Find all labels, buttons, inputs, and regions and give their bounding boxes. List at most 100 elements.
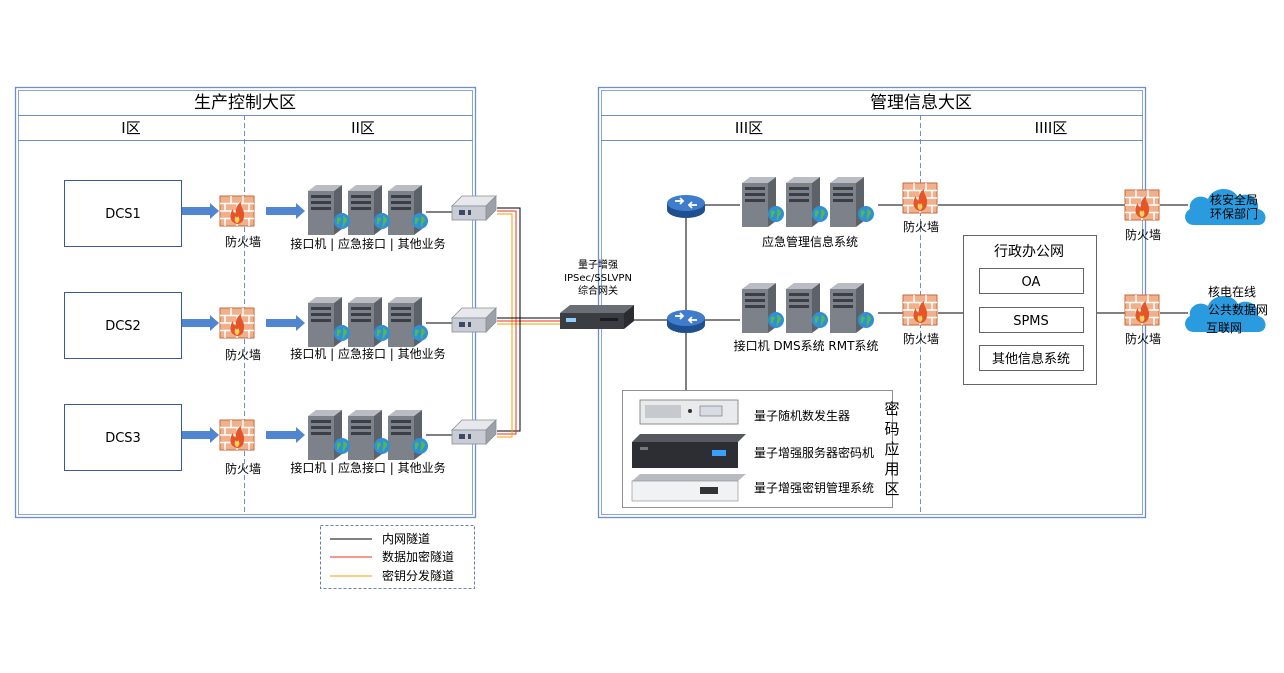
globe-icon (812, 206, 828, 222)
globe-icon (768, 312, 784, 328)
router-bottom[interactable]: ROUTER (666, 309, 706, 334)
crypto-title-char: 密 (884, 400, 899, 418)
crypto-title-char: 用 (884, 460, 899, 478)
globe-icon (374, 438, 390, 454)
emergency-server-group[interactable] (742, 177, 874, 227)
crypto-zone (622, 390, 893, 508)
switch-icon[interactable] (451, 307, 497, 333)
router-tag: ROUTER (678, 329, 695, 334)
globe-icon (768, 206, 784, 222)
firewall-label: 防火墙 (225, 234, 261, 249)
globe-icon (374, 213, 390, 229)
firewall-icon (219, 195, 255, 227)
firewall-label: 防火墙 (1125, 227, 1161, 242)
globe-icon (334, 213, 350, 229)
server-icon (308, 297, 342, 347)
gateway-label-3: 综合网关 (578, 284, 618, 297)
cloud1-line2: 环保部门 (1210, 206, 1258, 221)
quantum-rng-device[interactable] (639, 399, 739, 425)
router-top[interactable]: ROUTER (666, 194, 706, 219)
arrow-icon (266, 427, 305, 443)
other-systems-box[interactable] (979, 345, 1084, 371)
server-group[interactable] (308, 185, 428, 235)
firewall-label: 防火墙 (903, 219, 939, 234)
production-zone-title: 生产控制大区 (194, 93, 296, 113)
server-icon (830, 283, 864, 333)
cloud2-line2: 公共数据网 (1208, 302, 1268, 317)
server-icon (348, 297, 382, 347)
dcs-box[interactable] (64, 292, 182, 359)
switch-icon[interactable] (451, 195, 497, 221)
zone-3-label: III区 (735, 119, 763, 137)
crypto-title-char: 区 (884, 480, 899, 498)
dcs-row-2: DCS2 防火墙 接口机 | 应急接口 | 其他业务 (64, 292, 497, 362)
arrow-icon (182, 427, 219, 443)
globe-icon (858, 206, 874, 222)
firewall-icon (1124, 294, 1160, 326)
firewall-label: 防火墙 (225, 347, 261, 362)
cloud1-line1: 核安全局 (1210, 192, 1258, 207)
globe-icon (412, 213, 428, 229)
arrow-icon (266, 315, 305, 331)
firewall-icon (219, 307, 255, 339)
globe-icon (412, 325, 428, 341)
quantum-gateway[interactable] (560, 305, 634, 329)
office-network (963, 235, 1097, 385)
firewall-icon (219, 419, 255, 451)
cloud2-line1: 核电在线 (1208, 285, 1256, 299)
legend-label-inner: 内网隧道 (382, 531, 430, 546)
server-icon (308, 185, 342, 235)
firewall-label: 防火墙 (903, 331, 939, 346)
dms-server-group[interactable] (742, 283, 874, 333)
dcs-box[interactable] (64, 180, 182, 247)
globe-icon (412, 438, 428, 454)
dcs-label: DCS3 (105, 431, 141, 446)
key-management-device[interactable] (631, 474, 746, 502)
crypto-zone-title: 密码应用区 (884, 400, 899, 498)
oa-box[interactable] (979, 268, 1084, 294)
firewall-label: 防火墙 (225, 461, 261, 476)
globe-icon (812, 312, 828, 328)
tunnel-lines (426, 204, 1188, 438)
crypto-item-1: 量子随机数发生器 (754, 408, 850, 423)
dcs-row-1: DCS1 防火墙 接口机 | 应急接口 | 其他业务 (64, 180, 497, 251)
router-tag: ROUTER (678, 213, 695, 218)
server-icon (308, 410, 342, 460)
globe-icon (334, 325, 350, 341)
dms-rmt-label: 接口机 DMS系统 RMT系统 (734, 338, 879, 353)
firewall-icon (902, 182, 938, 214)
switch-icon[interactable] (451, 419, 497, 445)
legend-label-data: 数据加密隧道 (382, 549, 454, 564)
servers-label: 接口机 | 应急接口 | 其他业务 (290, 460, 445, 475)
dcs-label: DCS2 (105, 319, 141, 334)
server-group[interactable] (308, 410, 428, 460)
spms-label: SPMS (1013, 314, 1049, 329)
firewall-icon (902, 294, 938, 326)
crypto-item-2: 量子增强服务器密码机 (754, 445, 874, 460)
globe-icon (858, 312, 874, 328)
gateway-label-2: IPSec/SSLVPN (564, 273, 632, 284)
firewall-icon (1124, 189, 1160, 221)
crypto-title-char: 码 (884, 420, 899, 438)
zone-2-label: II区 (351, 119, 375, 137)
oa-label: OA (1022, 275, 1041, 290)
arrow-icon (182, 315, 219, 331)
legend-label-key: 密钥分发隧道 (382, 568, 454, 583)
servers-label: 接口机 | 应急接口 | 其他业务 (290, 236, 445, 251)
firewall-label: 防火墙 (1125, 331, 1161, 346)
legend (320, 525, 475, 589)
crypto-item-3: 量子增强密钥管理系统 (754, 480, 874, 495)
arrow-icon (182, 203, 219, 219)
management-zone-title: 管理信息大区 (870, 93, 972, 113)
zone-4-label: IIII区 (1035, 119, 1068, 137)
cloud2-line3: 互联网 (1206, 321, 1242, 335)
emergency-system-label: 应急管理信息系统 (762, 234, 858, 249)
server-group[interactable] (308, 297, 428, 347)
zone-1-label: I区 (121, 119, 140, 137)
spms-box[interactable] (979, 307, 1084, 333)
globe-icon (334, 438, 350, 454)
crypto-server-device[interactable] (632, 434, 746, 468)
servers-label: 接口机 | 应急接口 | 其他业务 (290, 346, 445, 361)
dcs-box[interactable] (64, 404, 182, 471)
